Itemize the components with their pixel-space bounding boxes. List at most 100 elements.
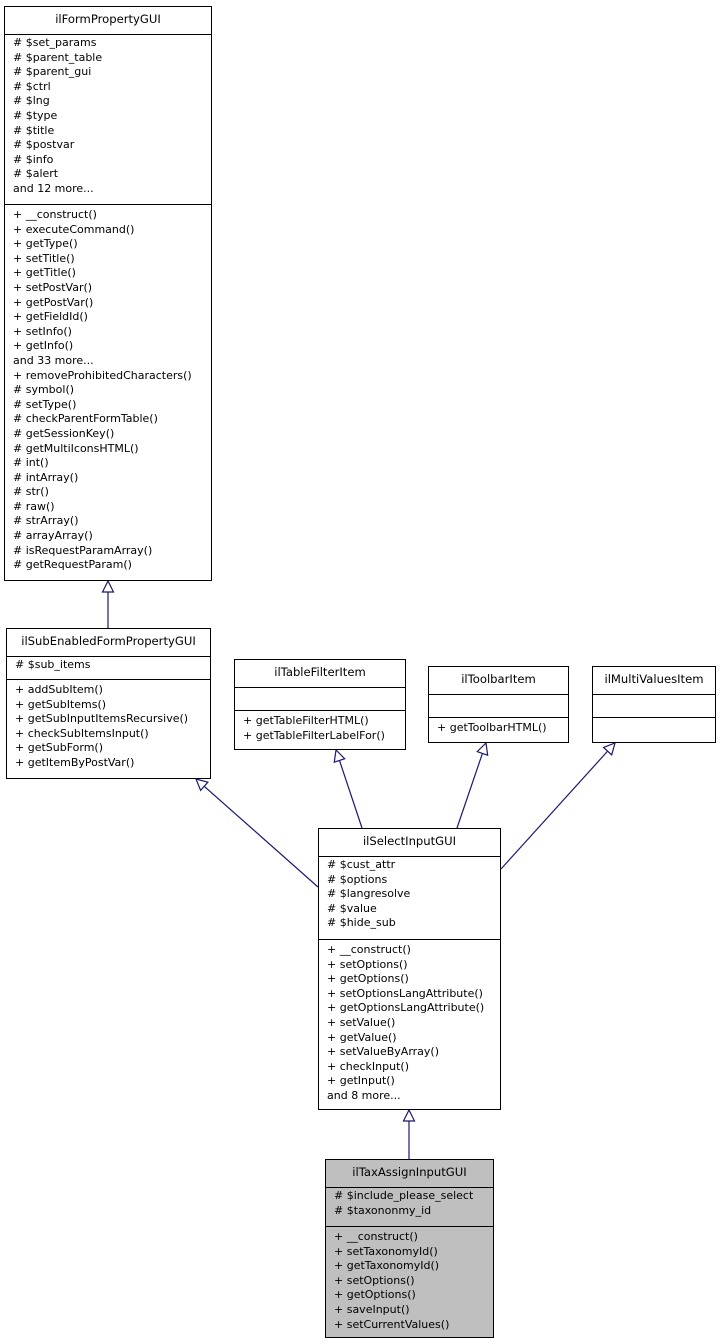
method-item: + setOptions(): [327, 957, 408, 971]
edge-select-to-toolbar: [456, 741, 489, 829]
method-item: + getType(): [13, 237, 78, 251]
method-item: + getInfo(): [13, 339, 74, 353]
method-item: # isRequestParamArray(): [13, 543, 153, 557]
compartment-divider: [235, 687, 405, 688]
method-item: + getTableFilterHTML(): [243, 714, 369, 727]
compartment-divider: [7, 679, 210, 680]
methods-compartment: + __construct()+ setOptions()+ getOption…: [327, 943, 498, 1104]
attributes-compartment: # $include_please_select# $taxononmy_id: [334, 1189, 491, 1218]
attributes-compartment: # $sub_items: [15, 658, 208, 673]
edge-select-to-multivalues: [500, 742, 616, 870]
method-item: # setType(): [13, 397, 77, 411]
class-name: ilSubEnabledFormPropertyGUI: [21, 634, 196, 648]
method-item: + getItemByPostVar(): [15, 755, 135, 769]
method-item: + getSubInputItemsRecursive(): [15, 712, 189, 726]
attribute-item: # $sub_items: [15, 658, 91, 671]
class-name: ilTaxAssignInputGUI: [352, 1165, 467, 1179]
inheritance-arrowhead: [101, 579, 115, 593]
class-box-il-tax-assign-input-gui[interactable]: ilTaxAssignInputGUI # $include_please_sel…: [325, 1159, 494, 1338]
attribute-item: # $include_please_select: [334, 1189, 474, 1202]
inheritance-arrowhead: [602, 742, 616, 756]
method-item: # raw(): [13, 499, 55, 513]
method-item: + setValue(): [327, 1015, 396, 1029]
attribute-item: # $alert: [13, 167, 59, 181]
method-item: + setValueByArray(): [327, 1045, 439, 1059]
method-item: + executeCommand(): [13, 222, 135, 236]
class-box-il-toolbar-item[interactable]: ilToolbarItem + getToolbarHTML(): [428, 666, 569, 743]
method-item: + getOptions(): [334, 1288, 416, 1302]
attribute-item: # $options: [327, 872, 388, 886]
method-item: # int(): [13, 456, 49, 470]
attribute-item: # $type: [13, 108, 58, 122]
compartment-divider: [319, 856, 500, 857]
attribute-item: # $parent_gui: [13, 65, 92, 79]
attribute-item: # $value: [327, 901, 377, 915]
method-item: + setInfo(): [13, 324, 72, 338]
edge-select-to-tablefilter: [333, 748, 363, 829]
compartment-divider: [7, 656, 210, 657]
method-item: # getMultiIconsHTML(): [13, 441, 139, 455]
method-item: + getToolbarHTML(): [437, 721, 547, 734]
edge-taxassign-to-select: [402, 1108, 416, 1159]
method-item: + removeProhibitedCharacters(): [13, 368, 192, 382]
class-box-il-sub-enabled-form-property-gui[interactable]: ilSubEnabledFormPropertyGUI # $sub_items +…: [6, 628, 211, 779]
compartment-divider: [593, 694, 715, 695]
edge-line: [338, 760, 363, 829]
method-item: + setPostVar(): [13, 280, 93, 294]
method-item: # strArray(): [13, 514, 79, 528]
compartment-divider: [429, 717, 568, 718]
attribute-item: # $ctrl: [13, 79, 51, 93]
attribute-item: # $langresolve: [327, 887, 411, 901]
methods-compartment: + __construct()+ setTaxonomyId()+ getTax…: [334, 1230, 491, 1332]
attribute-item: # $lng: [13, 94, 50, 108]
method-item: + getInput(): [327, 1074, 395, 1088]
compartment-divider: [5, 34, 211, 35]
method-item: + getSubItems(): [15, 697, 107, 711]
method-item: + setOptions(): [334, 1273, 415, 1287]
method-item: + addSubItem(): [15, 683, 103, 696]
class-name: ilFormPropertyGUI: [55, 12, 161, 26]
method-item: + getFieldId(): [13, 310, 88, 324]
method-item: # str(): [13, 485, 49, 499]
methods-compartment: + addSubItem()+ getSubItems()+ getSubInp…: [15, 683, 208, 771]
class-box-il-form-property-gui[interactable]: ilFormPropertyGUI# $set_params# $parent_…: [4, 6, 212, 581]
method-item: + getSubForm(): [15, 741, 104, 755]
method-item: and 33 more...: [13, 353, 94, 367]
method-item: + __construct(): [334, 1230, 418, 1243]
method-item: and 8 more...: [327, 1088, 401, 1102]
compartment-divider: [429, 694, 568, 695]
attribute-item: # $info: [13, 152, 54, 166]
edge-line: [456, 753, 484, 829]
compartment-divider: [319, 939, 500, 940]
class-name: ilSelectInputGUI: [362, 834, 457, 848]
class-name: ilToolbarItem: [461, 672, 536, 686]
attributes-compartment: # $set_params# $parent_table# $parent_gu…: [13, 36, 209, 197]
method-item: # checkParentFormTable(): [13, 412, 158, 426]
edge-line: [203, 785, 319, 888]
method-item: # symbol(): [13, 383, 75, 397]
edge-line: [500, 750, 609, 870]
method-item: + getOptions(): [327, 972, 409, 986]
method-item: # getSessionKey(): [13, 426, 115, 440]
edge-subenabled-to-formproperty: [101, 579, 115, 628]
class-box-il-multi-values-item[interactable]: ilMultiValuesItem: [592, 666, 716, 743]
attribute-item: # $cust_attr: [327, 858, 396, 871]
method-item: + getTableFilterLabelFor(): [243, 728, 385, 742]
method-item: # intArray(): [13, 470, 79, 484]
attribute-item: # $hide_sub: [327, 916, 396, 930]
class-name: ilMultiValuesItem: [604, 672, 704, 686]
method-item: + __construct(): [13, 208, 97, 221]
inheritance-arrowhead: [333, 748, 346, 764]
attribute-item: # $set_params: [13, 36, 97, 49]
method-item: + getTaxonomyId(): [334, 1259, 440, 1273]
class-box-il-table-filter-item[interactable]: ilTableFilterItem+ getTableFilterHTML()+…: [234, 659, 406, 750]
method-item: + setOptionsLangAttribute(): [327, 986, 483, 1000]
attributes-compartment: # $cust_attr# $options# $langresolve# $v…: [327, 858, 498, 931]
compartment-divider: [326, 1187, 493, 1188]
method-item: + checkSubItemsInput(): [15, 726, 149, 740]
inheritance-arrowhead: [402, 1108, 416, 1122]
attribute-item: and 12 more...: [13, 181, 94, 195]
class-box-il-select-input-gui[interactable]: ilSelectInputGUI# $cust_attr# $options# …: [318, 828, 501, 1110]
method-item: + setTaxonomyId(): [334, 1244, 438, 1258]
